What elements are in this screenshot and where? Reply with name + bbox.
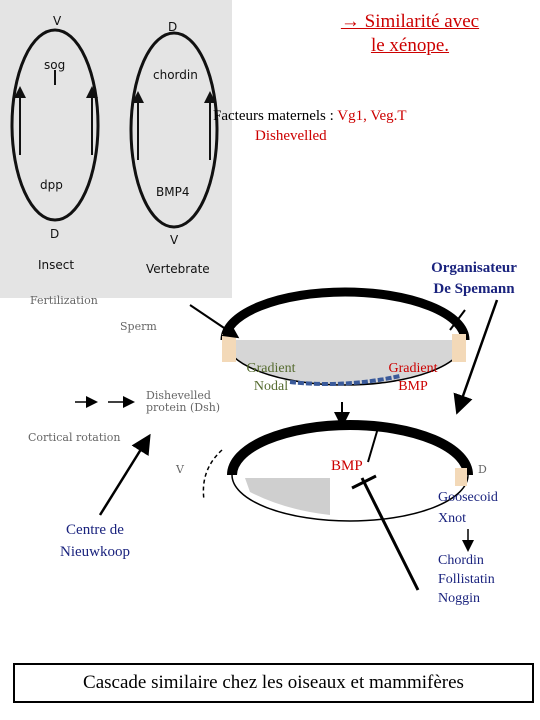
- dpp-label: dpp: [40, 178, 63, 192]
- scanned-figure-panel: [0, 0, 232, 298]
- sperm-arrow: [189, 304, 240, 339]
- goosecoid-label: Goosecoid Xnot: [438, 487, 498, 529]
- inhibition-line: [360, 477, 420, 591]
- vertebrate-d-label: D: [168, 20, 178, 34]
- cortical-rotation-label: Cortical rotation: [28, 431, 121, 444]
- organisateur-line-1: Organisateur: [431, 260, 517, 276]
- insect-d-label: D: [50, 227, 60, 241]
- insect-label: Insect: [38, 258, 75, 272]
- bottom-embryo-lower-arc: [231, 474, 469, 522]
- top-embryo-upper-arc: [220, 287, 470, 341]
- vertebrate-v-label: V: [170, 233, 179, 247]
- organisateur-tick: [449, 309, 466, 331]
- nieuwkoop-label: Centre de Nieuwkoop: [40, 519, 150, 563]
- dorsal-label: D: [478, 463, 487, 476]
- gradient-bmp-line-1: Gradient: [388, 361, 438, 376]
- bmp4-label: BMP4: [156, 185, 190, 199]
- nieuwkoop-line-1: Centre de: [66, 522, 124, 538]
- vertebrate-cycle-circle: [129, 31, 219, 229]
- bottom-embryo-right-cap: [455, 468, 467, 486]
- gradient-band: [289, 374, 401, 386]
- organisateur-arrow: [453, 299, 499, 415]
- organisateur-line-2: De Spemann: [433, 281, 515, 297]
- goosecoid-line-1: Goosecoid: [438, 490, 498, 505]
- rotation-arc: [202, 449, 223, 501]
- dsh-label-line-2: protein (Dsh): [146, 401, 221, 414]
- dsh-label: Dishevelled protein (Dsh): [146, 390, 220, 414]
- top-embryo-lower-fill: [225, 340, 465, 385]
- goosecoid-line-2: Xnot: [438, 511, 466, 526]
- fertilization-label: Fertilization: [30, 294, 98, 307]
- chordin-list: Chordin Follistatin Noggin: [438, 551, 495, 608]
- bmp-label: BMP: [331, 458, 363, 474]
- sperm-label: Sperm: [120, 320, 157, 333]
- bmp-cross: [367, 427, 379, 463]
- factors-label: Facteurs maternels :: [213, 108, 334, 124]
- gradient-nodal-line-2: Nodal: [253, 379, 289, 394]
- title-line-1: → Similarité avec: [340, 11, 480, 32]
- ventral-label: V: [176, 463, 184, 476]
- title-line-2: le xénope.: [370, 35, 450, 56]
- insect-v-label: V: [53, 14, 62, 28]
- insect-cycle-circle: [10, 28, 100, 222]
- bottom-embryo-upper-arc: [227, 420, 473, 476]
- maternal-factors: Facteurs maternels : Vg1, Veg.T: [213, 106, 407, 126]
- dishevelled-factor: Dishevelled: [255, 128, 327, 144]
- page-title: → Similarité avec le xénope.: [290, 10, 530, 58]
- inhibition-bar: [351, 474, 377, 490]
- gradient-bmp-line-2: BMP: [398, 379, 428, 394]
- top-embryo-left-cap: [222, 334, 236, 362]
- nieuwkoop-line-2: Nieuwkoop: [60, 544, 130, 560]
- chordin-photo-label: chordin: [153, 68, 198, 82]
- chordin-list-line-3: Noggin: [438, 591, 480, 606]
- dsh-label-line-1: Dishevelled: [146, 389, 211, 402]
- factors-values: Vg1, Veg.T: [337, 108, 407, 124]
- gradient-nodal-line-1: Gradient: [246, 361, 296, 376]
- chordin-list-line-2: Follistatin: [438, 572, 495, 587]
- footer-caption: Cascade similaire chez les oiseaux et ma…: [13, 663, 534, 703]
- chordin-list-line-1: Chordin: [438, 553, 484, 568]
- bottom-embryo-grey-region: [245, 478, 330, 515]
- top-embryo-lower-arc: [224, 339, 466, 386]
- gradient-bmp-label: Gradient BMP: [368, 360, 458, 396]
- organisateur-label: Organisateur De Spemann: [412, 258, 536, 300]
- sog-label: sog: [44, 58, 66, 72]
- gradient-nodal-label: Gradient Nodal: [226, 360, 316, 396]
- top-embryo-right-cap: [452, 334, 466, 362]
- vertebrate-label: Vertebrate: [146, 262, 210, 276]
- nieuwkoop-arrow: [98, 433, 151, 516]
